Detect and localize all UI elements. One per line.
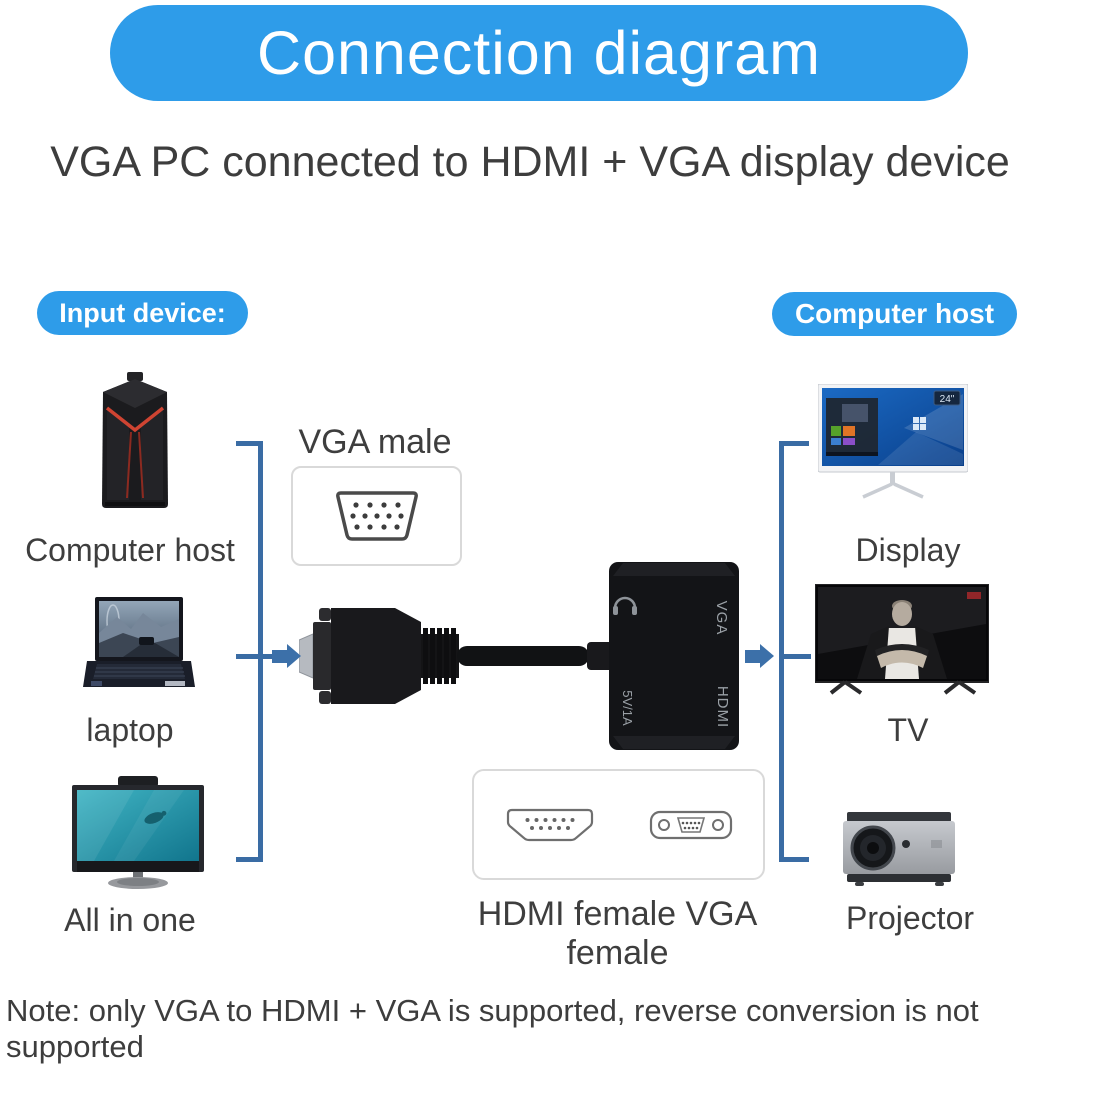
page-subtitle: VGA PC connected to HDMI + VGA display d… — [50, 138, 1010, 186]
input-device-pill: Input device: — [37, 291, 248, 335]
right-arrow-shaft — [745, 650, 760, 663]
adapter-power-port-label: 5V/1A — [620, 690, 635, 726]
female-ports-box — [472, 769, 765, 880]
adapter-hdmi-port-label: HDMI — [714, 686, 731, 728]
computer-host-pill: Computer host — [772, 292, 1017, 336]
vga-male-port-box — [291, 466, 462, 566]
display-label: Display — [855, 532, 961, 568]
display-monitor-image: 24" — [818, 384, 968, 499]
computer-tower-image — [102, 372, 168, 508]
tv-label: TV — [887, 712, 929, 748]
left-bracket-top-tick — [236, 441, 263, 446]
left-bracket-bottom-tick — [236, 857, 263, 862]
monitor-size-badge: 24" — [940, 394, 955, 405]
vga-to-hdmi-vga-adapter-image: VGA 5V/1A HDMI — [299, 562, 739, 750]
laptop-label: laptop — [86, 712, 174, 748]
all-in-one-label: All in one — [64, 902, 196, 938]
right-arrow-head-icon — [760, 644, 774, 668]
footnote: Note: only VGA to HDMI + VGA is supporte… — [6, 993, 979, 1064]
left-arrow-head-icon — [287, 644, 301, 668]
right-bracket-bottom-tick — [779, 857, 809, 862]
laptop-image — [83, 597, 195, 687]
title-banner: Connection diagram — [110, 5, 968, 101]
right-bracket-top-tick — [779, 441, 809, 446]
right-bracket-vertical-line — [779, 441, 784, 862]
windows-logo-icon — [913, 417, 926, 430]
all-in-one-image — [72, 776, 204, 889]
adapter-vga-port-label: VGA — [713, 601, 730, 636]
projector-label: Projector — [845, 900, 975, 936]
vga-male-icon — [335, 491, 418, 541]
computer-host-label: Computer host — [25, 532, 235, 568]
left-arrow-shaft — [272, 650, 287, 663]
page-title: Connection diagram — [257, 19, 821, 87]
left-bracket-middle-tick — [236, 654, 276, 659]
left-bracket-vertical-line — [258, 441, 263, 862]
hdmi-female-icon — [506, 808, 593, 841]
projector-image — [843, 812, 955, 886]
vga-female-icon — [649, 810, 732, 839]
tv-image — [815, 584, 989, 695]
vga-male-label: VGA male — [298, 423, 452, 461]
right-bracket-middle-tick — [779, 654, 811, 659]
female-ports-label: HDMI female VGA female — [477, 895, 758, 972]
headphone-icon — [613, 596, 637, 615]
